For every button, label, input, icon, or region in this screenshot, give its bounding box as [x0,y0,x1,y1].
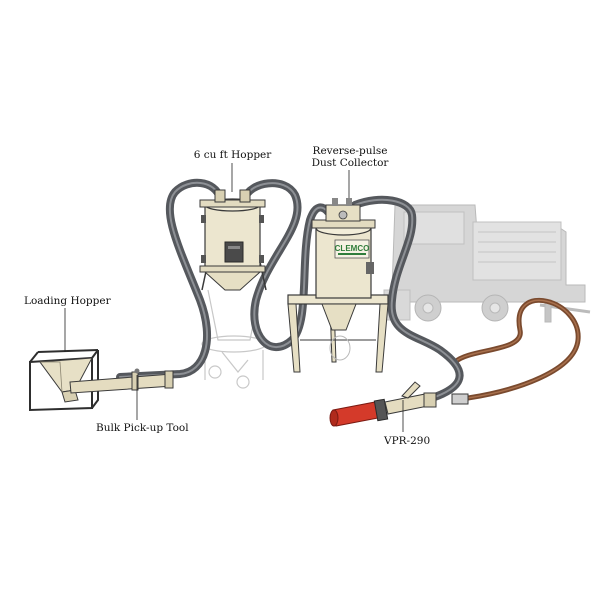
dust-collector-stand [287,294,389,373]
vacuum-hoses [116,178,464,402]
leader-lines [64,163,404,432]
vpr-290-assembly [329,381,469,427]
label-6-cu-ft-hopper: 6 cu ft Hopper [193,149,272,161]
loading-hopper [29,349,99,412]
dust-collector: CLEMCO [311,198,376,299]
blast-hose [452,298,581,401]
label-dust-collector-line2: Dust Collector [311,157,389,169]
brand-logo: CLEMCO [335,244,370,253]
six-cu-ft-hopper [199,189,267,291]
label-dust-collector-line1: Reverse-pulse [312,145,388,157]
label-loading-hopper: Loading Hopper [24,295,111,307]
bulk-pickup-tool [69,368,174,394]
label-dust-collector: Reverse-pulse Dust Collector [300,145,400,169]
label-vpr-290: VPR-290 [384,435,431,447]
label-bulk-pickup-tool: Bulk Pick-up Tool [96,422,189,434]
